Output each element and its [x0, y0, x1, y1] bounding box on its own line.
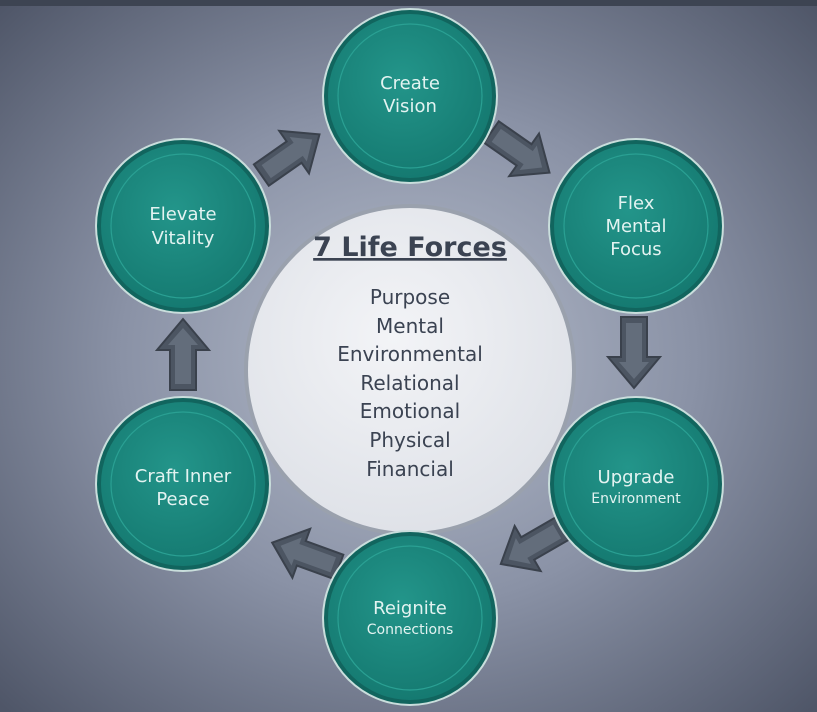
node-elevate-vitality: Elevate Vitality — [94, 137, 272, 315]
node-label: Vitality — [152, 228, 215, 249]
node-label: Peace — [156, 489, 209, 510]
top-border — [0, 0, 817, 6]
node-create-vision: Create Vision — [321, 7, 499, 185]
diagram-title: 7 Life Forces — [313, 232, 507, 263]
node-craft-inner-peace: Craft Inner Peace — [94, 395, 272, 573]
node-label: Flex — [618, 193, 655, 214]
node-label: Focus — [610, 239, 661, 260]
node-label: Connections — [367, 622, 454, 638]
life-force-item: Financial — [366, 457, 454, 481]
node-label: Upgrade — [598, 467, 675, 488]
node-upgrade-environment: Upgrade Environment — [547, 395, 725, 573]
node-label: Mental — [605, 216, 666, 237]
center-circle: 7 Life Forces Purpose Mental Environment… — [244, 204, 576, 536]
life-force-item: Environmental — [337, 342, 483, 366]
life-force-item: Relational — [360, 371, 459, 395]
node-flex-mental-focus: Flex Mental Focus — [547, 137, 725, 315]
node-label: Reignite — [373, 598, 447, 619]
node-label: Create — [380, 73, 440, 94]
node-reignite-connections: Reignite Connections — [321, 529, 499, 707]
life-force-item: Mental — [376, 314, 444, 338]
node-label: Elevate — [149, 204, 216, 225]
life-force-item: Purpose — [370, 285, 450, 309]
life-force-item: Emotional — [360, 399, 460, 423]
life-force-item: Physical — [369, 428, 450, 452]
node-label: Vision — [383, 96, 437, 117]
node-label: Craft Inner — [135, 466, 232, 487]
node-label: Environment — [591, 491, 681, 507]
